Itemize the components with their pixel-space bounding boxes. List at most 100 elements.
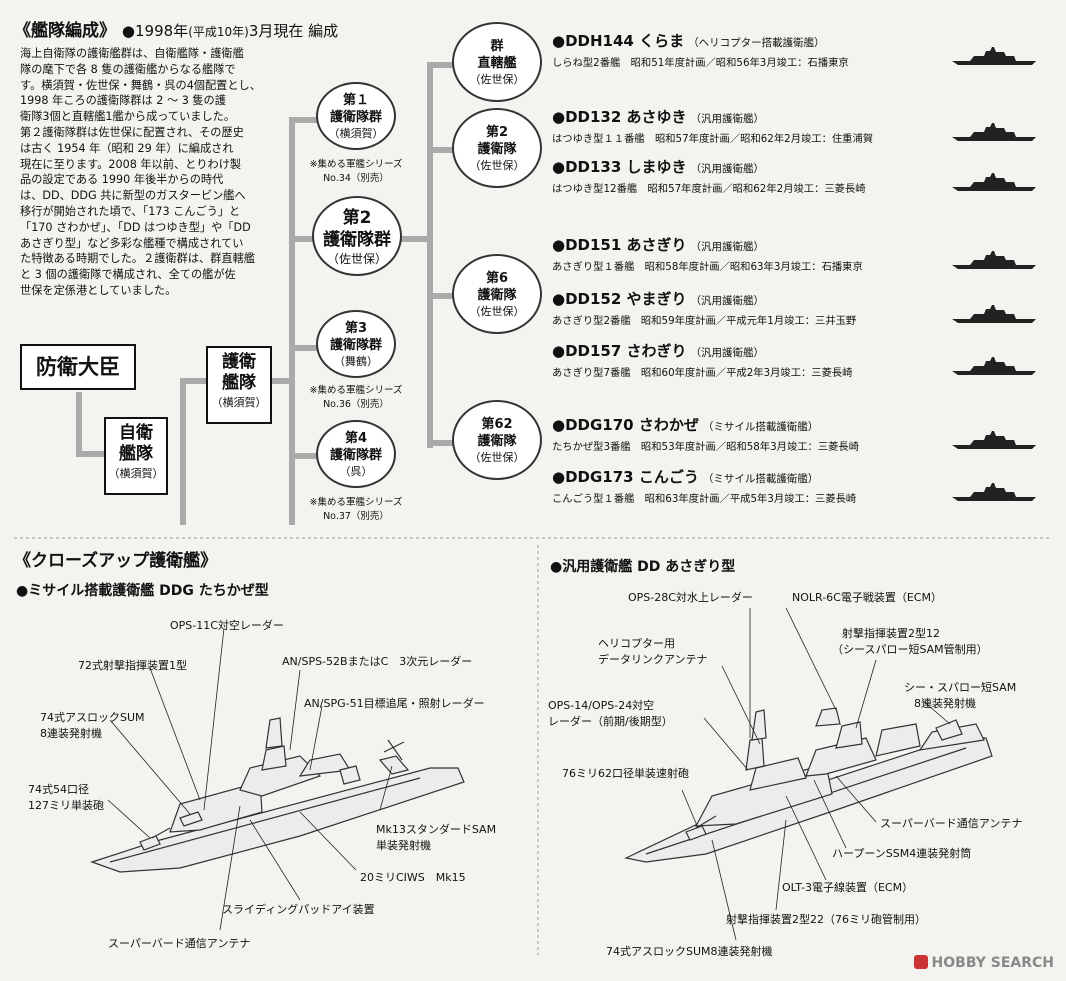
connector — [289, 236, 319, 242]
ship-name: ●DD157 さわぎり（汎用護衛艦） — [552, 340, 764, 361]
division-direct-circle: 群 直轄艦 （佐世保） — [452, 22, 542, 102]
ship-title: ●DD152 やまぎり — [552, 290, 687, 308]
ship-name: ●DD152 やまぎり（汎用護衛艦） — [552, 288, 764, 309]
description-line: 移行が開始された頃で、「173 こんごう」と — [20, 204, 241, 218]
dd-label-ops14b: レーダー（前期/後期型） — [548, 715, 673, 728]
division-2-name2: 護衛隊 — [477, 287, 517, 303]
minister-box: 防衛大臣 — [20, 344, 136, 390]
division-2-name: 第6 — [485, 270, 509, 286]
group-3-name2: 護衛隊群 — [329, 337, 382, 353]
group-3-name: 第3 — [344, 320, 368, 336]
group-4-name2: 護衛隊群 — [329, 447, 382, 463]
group-1-note: ※集める軍艦シリーズ No.34（別売） — [296, 158, 416, 186]
group-2-circle: 第2 護衛隊群 （佐世保） — [312, 196, 402, 276]
fleet-date-prefix: ●1998年 — [121, 22, 189, 40]
group-1-circle: 第１ 護衛隊群 （横須賀） — [316, 82, 396, 150]
ship-title: ●DDG173 こんごう — [552, 468, 699, 486]
ship-name: ●DD133 しまゆき（汎用護衛艦） — [552, 156, 764, 177]
ddg-label-superbird: スーパーバード通信アンテナ — [108, 937, 251, 950]
ddg-label-fcs1: 72式射撃指揮装置1型 — [78, 659, 187, 672]
ddg-label-padeye: スライディングパッドアイ装置 — [222, 903, 375, 916]
description-line: 現在に至ります。2008 年以前、とりわけ製 — [20, 157, 242, 171]
dd-label-76mm: 76ミリ62口径単装速射砲 — [562, 767, 689, 780]
fleet-section-title: 《艦隊編成》 ●1998年(平成10年)3月現在 編成 — [14, 16, 338, 41]
dd-label-fcs222: 射撃指揮装置2型22（76ミリ砲管制用） — [726, 913, 926, 926]
ship-detail: しらね型2番艦 昭和51年度計画／昭和56年3月竣工：石播東京 — [552, 57, 849, 69]
fleet-date-era: (平成10年) — [188, 25, 249, 39]
ship-silhouette-icon — [952, 483, 1036, 501]
division-0-name2: 直轄艦 — [477, 55, 517, 71]
ddg-title: ●ミサイル搭載護衛艦 DDG たちかぜ型 — [16, 583, 269, 599]
dd-label-asroc: 74式アスロックSUM8連装発射機 — [606, 945, 773, 958]
ddg-label-asroc2: 8連装発射機 — [40, 727, 102, 740]
ship-name: ●DDH144 くらま（ヘリコプター搭載護衛艦） — [552, 30, 825, 51]
ship-detail: はつゆき型12番艦 昭和57年度計画／昭和62年2月竣工：三菱長崎 — [552, 183, 866, 195]
ddg-label-asroc: 74式アスロックSUM — [40, 711, 145, 724]
ship-class: （ヘリコプター搭載護衛艦） — [688, 37, 825, 49]
group-4-note2: No.37（別売） — [323, 511, 389, 522]
description-line: は古く 1954 年（昭和 29 年）に編成され — [20, 141, 234, 155]
dd-label-seasparrow: シー・スパロー短SAM — [904, 681, 1017, 694]
connector — [427, 147, 457, 153]
self-defense-fleet-box: 自衛 艦隊 （横須賀） — [104, 417, 168, 495]
division-2-place: （佐世保） — [469, 304, 525, 318]
closeup-title: 《クローズアップ護衛艦》 — [14, 551, 218, 571]
description-line: 第２護衛隊群は佐世保に配置され、その歴史 — [20, 125, 244, 139]
minister-label: 防衛大臣 — [36, 355, 120, 379]
fleet-date: ●1998年(平成10年)3月現在 編成 — [122, 22, 338, 40]
description-line: 隊の麾下で各 8 隻の護衛艦からなる艦隊で — [20, 62, 236, 76]
dd-label-heli2: データリンクアンテナ — [598, 653, 708, 666]
ship-detail: あさぎり型１番艦 昭和58年度計画／昭和63年3月竣工：石播東京 — [552, 261, 863, 273]
group-3-note1: ※集める軍艦シリーズ — [309, 385, 403, 396]
group-1-note2: No.34（別売） — [323, 173, 389, 184]
group-1-name2: 護衛隊群 — [329, 109, 382, 125]
group-3-place: （舞鶴） — [334, 354, 378, 368]
group-2-name2: 護衛隊群 — [323, 229, 391, 250]
fleet-date-suffix: 3月現在 編成 — [248, 22, 339, 40]
column-divider — [537, 545, 539, 955]
ship-title: ●DDG170 さわかぜ — [552, 416, 699, 434]
connector — [180, 380, 186, 525]
sdf-name2: 艦隊 — [119, 444, 153, 464]
connector — [289, 117, 319, 123]
connector — [76, 392, 82, 454]
description-line: 「170 さわかぜ」、「DD はつゆき型」や「DD — [20, 220, 251, 234]
group-1-place: （横須賀） — [328, 126, 384, 140]
ship-name: ●DD151 あさぎり（汎用護衛艦） — [552, 234, 764, 255]
dd-label-heli: ヘリコプター用 — [598, 637, 675, 650]
ship-detail: こんごう型１番艦 昭和63年度計画／平成5年3月竣工：三菱長崎 — [552, 493, 857, 505]
ef-name2: 艦隊 — [222, 373, 256, 393]
dd-label-fcs212: 射撃指揮装置2型12 — [842, 627, 940, 640]
ship-detail: たちかぜ型3番艦 昭和53年度計画／昭和58年3月竣工：三菱長崎 — [552, 441, 860, 453]
group-2-name: 第2 — [342, 207, 372, 228]
description-line: は、DD、DDG 共に新型のガスタービン艦へ — [20, 189, 246, 203]
ship-detail: あさぎり型2番艦 昭和59年度計画／平成元年1月竣工：三井玉野 — [552, 315, 857, 327]
group-1-name: 第１ — [342, 92, 369, 108]
description-line: 海上自衛隊の護衛艦群は、自衛艦隊・護衛艦 — [20, 47, 244, 60]
ship-detail: はつゆき型１１番艦 昭和57年度計画／昭和62年2月竣工：住重浦賀 — [552, 133, 874, 145]
ship-silhouette-icon — [952, 357, 1036, 375]
division-1-name2: 護衛隊 — [477, 141, 517, 157]
ship-silhouette-icon — [952, 173, 1036, 191]
ship-title: ●DD151 あさぎり — [552, 236, 687, 254]
dd-label-seasparrow2: 8連装発射機 — [914, 697, 976, 710]
connector — [289, 453, 319, 459]
connector — [289, 345, 319, 351]
dd-label-nolr6c: NOLR-6C電子戦装置（ECM） — [792, 591, 942, 604]
ship-name: ●DDG170 さわかぜ（ミサイル搭載護衛艦） — [552, 414, 818, 435]
connector — [427, 440, 457, 446]
dd-label-ops28c: OPS-28C対水上レーダー — [628, 591, 753, 604]
fleet-description: 海上自衛隊の護衛艦群は、自衛艦隊・護衛艦隊の麾下で各 8 隻の護衛艦からなる艦隊… — [20, 46, 282, 299]
division-3-name: 第62 — [481, 416, 513, 432]
division-0-name: 群 — [490, 38, 504, 54]
division-3-name2: 護衛隊 — [477, 433, 517, 449]
description-line: 1998 年ころの護衛隊群は 2 ～ 3 隻の護 — [20, 94, 226, 108]
ddg-label-ops11c: OPS-11C対空レーダー — [170, 619, 284, 632]
ship-class: （汎用護衛艦） — [690, 347, 765, 359]
ship-name: ●DD132 あさゆき（汎用護衛艦） — [552, 106, 764, 127]
division-2-circle: 第2 護衛隊 （佐世保） — [452, 108, 542, 188]
ship-title: ●DD132 あさゆき — [552, 108, 687, 126]
ship-silhouette-icon — [952, 47, 1036, 65]
dd-label-olt3: OLT-3電子線装置（ECM） — [782, 881, 914, 894]
ship-silhouette-icon — [952, 251, 1036, 269]
